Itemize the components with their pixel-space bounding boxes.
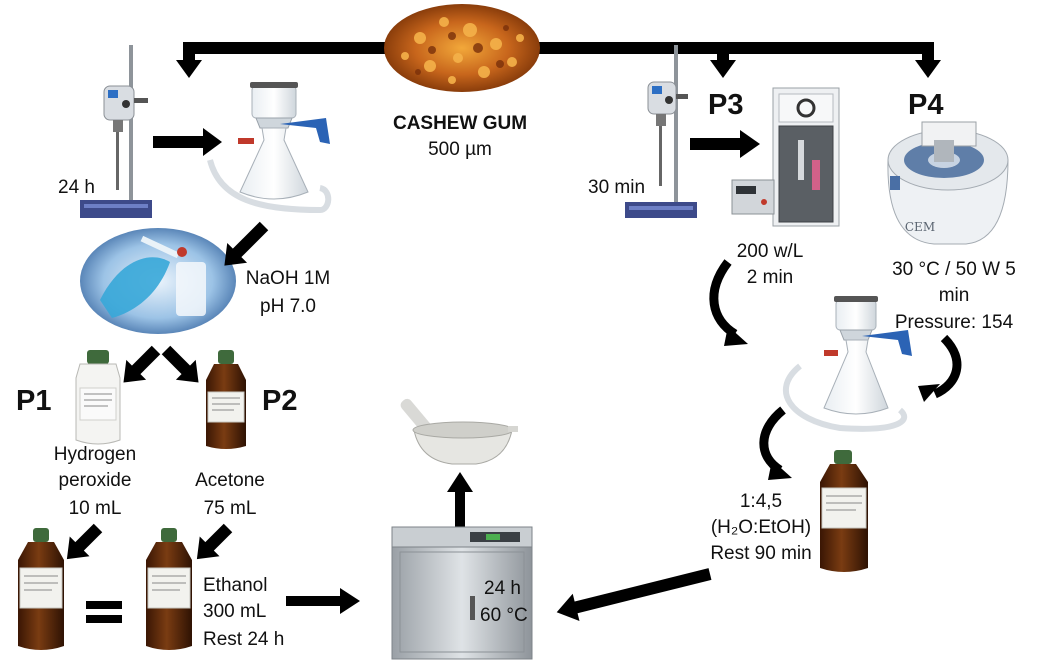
acetone-bottle [206, 350, 246, 449]
vacuum-filtration-flask-right [782, 296, 912, 432]
microwave-brand-logo: CEM [904, 220, 936, 234]
p4-tag: P4 [908, 89, 944, 121]
lab-pipetting-photo [80, 228, 236, 334]
p1-tag: P1 [16, 385, 52, 417]
oven-line1: 24 h [484, 578, 521, 599]
title-line2: 500 µm [428, 139, 492, 160]
cashew-gum-pile-image [384, 4, 540, 92]
ratio-line2: (H₂O:EtOH) [710, 517, 812, 538]
right-stir-time: 30 min [588, 177, 646, 198]
ethanol-line1: Ethanol [203, 575, 268, 596]
p3-tag: P3 [708, 89, 744, 121]
top-connector-arrows [176, 42, 941, 78]
p2-line2: 75 mL [203, 498, 257, 519]
ultrasound-cabinet [731, 87, 840, 227]
ethanol-line3: Rest 24 h [203, 629, 285, 650]
p1-line3: 10 mL [68, 498, 122, 519]
ethanol-bottle-precipitation [820, 450, 868, 572]
mortar-and-pestle [400, 398, 518, 465]
p4-line3: Pressure: 154 [894, 312, 1014, 333]
p1-line2: peroxide [58, 470, 132, 491]
flow-arrows [66, 128, 760, 621]
vacuum-filtration-flask-left [207, 82, 332, 214]
neutralize-line1: NaOH 1M [245, 268, 331, 289]
p4-line1: 30 °C / 50 W 5 [892, 259, 1016, 280]
p3-line2: 2 min [746, 267, 794, 288]
p2-line1: Acetone [195, 470, 265, 491]
ethanol-line2: 300 mL [203, 601, 267, 622]
overhead-stirrer-left [80, 45, 152, 218]
overhead-stirrer-right [625, 45, 697, 218]
p1-line1: Hydrogen [53, 444, 137, 465]
hydrogen-peroxide-bottle [75, 350, 121, 445]
ratio-line3: Rest 90 min [710, 543, 812, 564]
ethanol-bottle-right [146, 528, 192, 650]
microwave-reactor [887, 121, 1009, 245]
p3-line1: 200 w/L [736, 241, 804, 262]
p4-line2: min [938, 285, 970, 306]
drying-oven [391, 526, 533, 660]
title-line1: CASHEW GUM [392, 113, 528, 134]
equals-sign [86, 601, 122, 623]
oven-line2: 60 °C [480, 605, 528, 626]
neutralize-line2: pH 7.0 [260, 296, 316, 317]
p2-tag: P2 [262, 385, 298, 417]
ratio-line1: 1:4,5 [739, 491, 783, 512]
ethanol-bottle-left [18, 528, 64, 650]
left-stir-time: 24 h [58, 177, 95, 198]
